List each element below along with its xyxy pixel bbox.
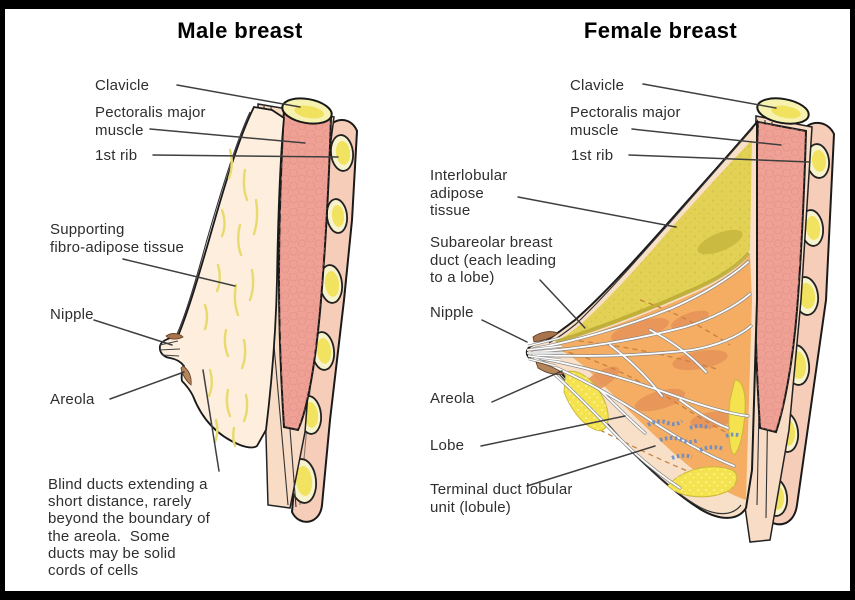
label-female-interlobular: Interlobular adipose tissue	[430, 167, 508, 219]
interlobular-adipose-tissue	[554, 140, 752, 344]
male-breast-title: Male breast	[177, 18, 303, 43]
label-female-clavicle: Clavicle	[570, 77, 625, 94]
female-areola-upper	[532, 331, 559, 343]
male-figure	[158, 97, 359, 523]
label-male-nipple: Nipple	[50, 306, 94, 323]
male-nipple	[158, 333, 184, 357]
label-male-pectoralis: Pectoralis major muscle	[95, 104, 206, 139]
male-clavicle	[281, 97, 333, 125]
label-female-nipple: Nipple	[430, 304, 474, 321]
label-female-areola: Areola	[430, 390, 475, 407]
label-male-blind-ducts-note: Blind ducts extending a short distance, …	[48, 476, 211, 580]
female-figure	[525, 97, 836, 543]
female-pectoralis-muscle	[753, 120, 808, 434]
label-female-subareolar: Subareolar breast duct (each leading to …	[430, 234, 557, 286]
female-breast	[525, 119, 758, 519]
label-male-supporting-tissue: Supporting fibro-adipose tissue	[50, 221, 185, 256]
label-male-areola: Areola	[50, 391, 95, 408]
lobe-boundary-lines	[559, 299, 739, 473]
male-pectoralis-muscle	[277, 108, 333, 432]
female-nipple	[526, 336, 563, 368]
label-male-first-rib: 1st rib	[95, 147, 138, 164]
label-female-lobe: Lobe	[430, 437, 465, 454]
leader-lines	[93, 83, 811, 487]
label-male-clavicle: Clavicle	[95, 77, 150, 94]
label-female-tdlu: Terminal duct lobular unit (lobule)	[430, 481, 573, 516]
female-areola-lower	[535, 361, 565, 376]
terminal-duct-lobular-units	[646, 419, 741, 460]
male-areola	[180, 365, 192, 386]
label-female-pectoralis: Pectoralis major muscle	[570, 104, 681, 139]
male-breast-tissue	[158, 106, 285, 449]
female-clavicle	[756, 97, 810, 125]
glandular-tissue	[531, 255, 753, 500]
fibro-adipose-streaks	[203, 148, 259, 448]
female-breast-title: Female breast	[583, 18, 738, 43]
label-female-first-rib: 1st rib	[571, 147, 614, 164]
